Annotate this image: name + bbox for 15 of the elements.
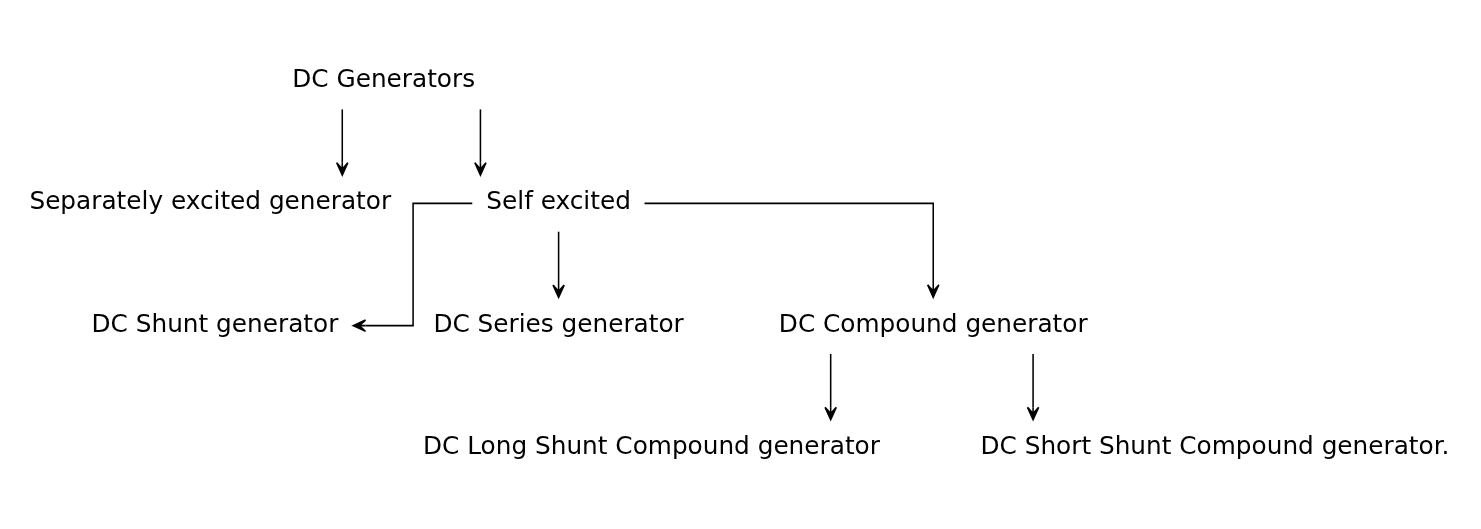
node-text: Self excited xyxy=(486,186,631,216)
arrow xyxy=(474,108,487,176)
node-text: DC Shunt generator xyxy=(91,308,339,338)
arrow xyxy=(1026,353,1040,421)
arrow xyxy=(643,202,940,299)
arrow xyxy=(352,202,474,332)
node-text: DC Generators xyxy=(292,63,476,93)
arrow xyxy=(552,230,565,299)
arrow xyxy=(824,353,838,421)
node-text: DC Short Shunt Compound generator. xyxy=(980,430,1450,460)
arrow xyxy=(335,108,349,176)
node-text: DC Series generator xyxy=(433,308,684,338)
node-text: DC Long Shunt Compound generator xyxy=(423,430,880,460)
node-text: Separately excited generator xyxy=(29,186,392,216)
node-text: DC Compound generator xyxy=(778,308,1088,338)
